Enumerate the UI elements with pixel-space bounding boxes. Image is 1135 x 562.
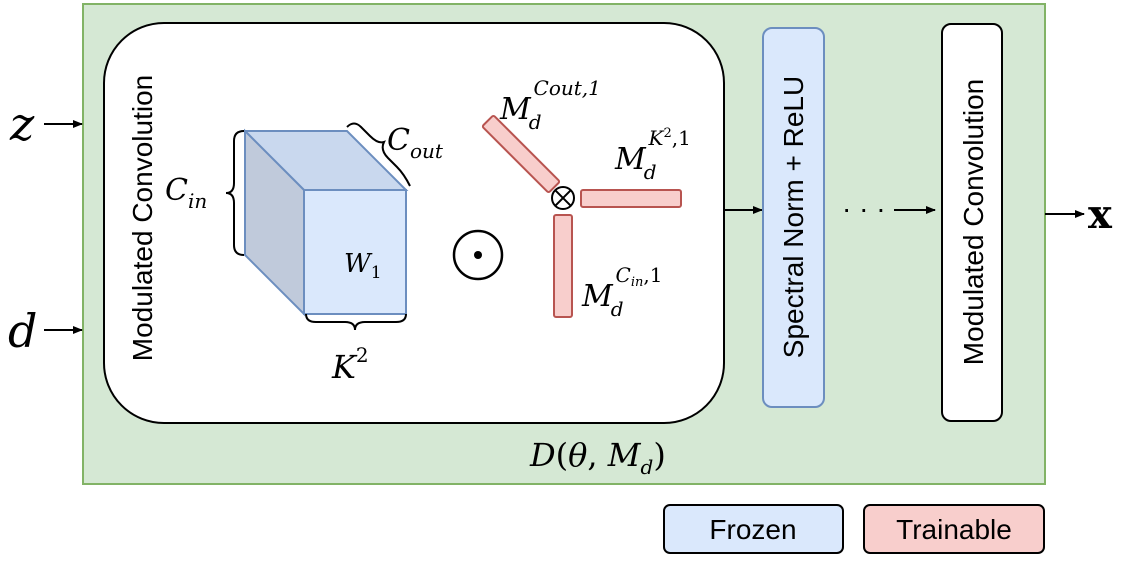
factor-bar-cout (481, 114, 561, 194)
spectral-norm-relu-label: Spectral Norm + ReLU (778, 76, 809, 358)
modulated-conv-block (103, 22, 725, 424)
k2-brace (305, 313, 407, 331)
cube-weight-label: W1 (344, 249, 382, 283)
factor-label-k2: MdK2,1 (614, 126, 691, 184)
outer-box-label: D(θ, Md) (529, 436, 666, 479)
tensor-product-icon (551, 186, 575, 210)
legend-trainable-label: Trainable (896, 514, 1012, 545)
k2-label: K2 (331, 343, 369, 386)
spectral-norm-relu-block (762, 27, 825, 408)
hadamard-product-icon (452, 229, 504, 281)
legend-frozen-swatch (663, 504, 844, 554)
legend-trainable: Trainable (863, 504, 1045, 554)
c-in-label: Cin (165, 173, 207, 213)
ellipsis: · · · (842, 193, 886, 224)
input-z-label: z (9, 97, 35, 151)
legend-frozen-label: Frozen (709, 514, 796, 545)
input-d-label: d (8, 304, 37, 358)
modulated-conv-title: Modulated Convolution (127, 75, 158, 361)
c-out-brace (346, 122, 411, 187)
c-out-label: Cout (387, 123, 444, 163)
factor-bar-cin (553, 214, 573, 318)
c-in-brace (225, 130, 245, 256)
output-x-label: x (1088, 191, 1113, 238)
cube-front-face (303, 189, 407, 315)
modulated-conv-2-label: Modulated Convolution (958, 79, 989, 365)
legend-frozen: Frozen (663, 504, 844, 554)
factor-label-cin: MdCin,1 (581, 263, 662, 321)
legend-trainable-swatch (863, 504, 1045, 554)
factor-label-cout: MdCout,1 (499, 76, 601, 134)
modulated-conv-block-2 (941, 23, 1003, 422)
factor-bar-k2 (580, 189, 682, 208)
